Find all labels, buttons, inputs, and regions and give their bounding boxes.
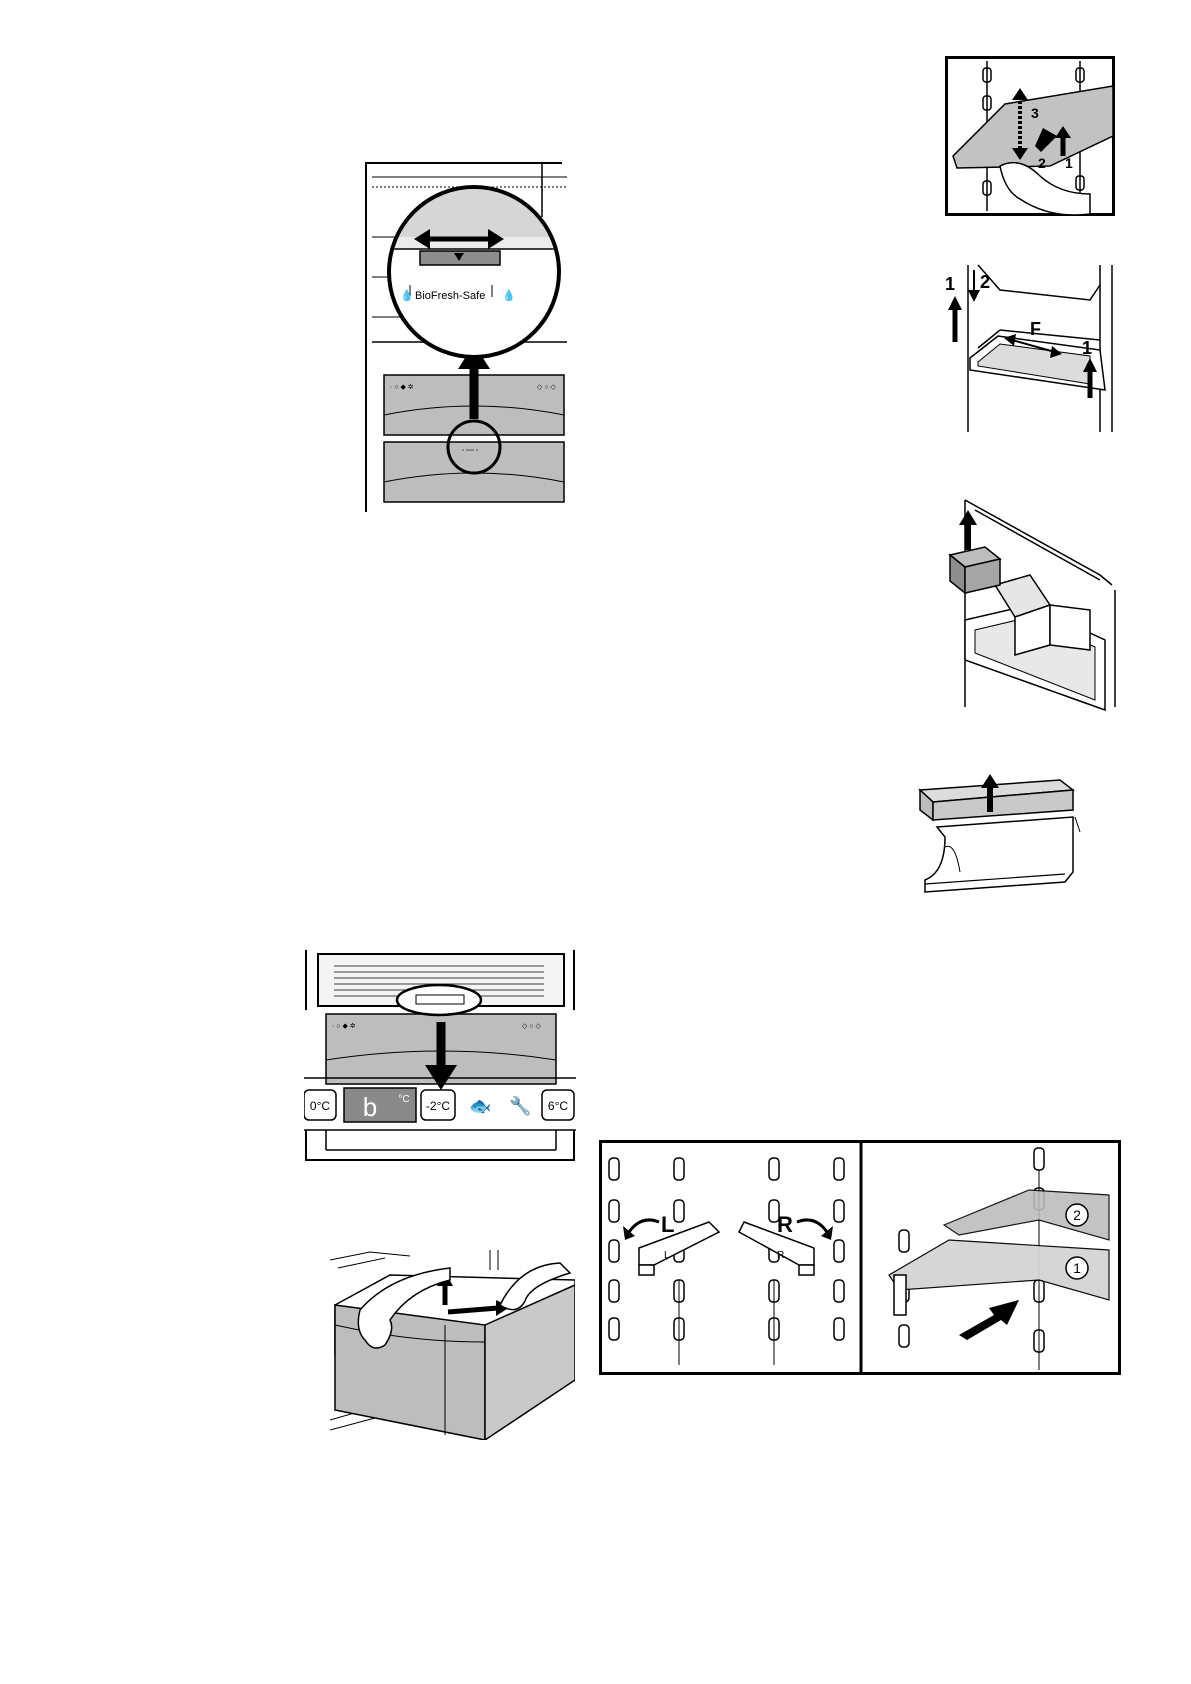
support-r-label: R [777, 1212, 793, 1237]
svg-text:💧: 💧 [502, 289, 516, 302]
fig-biofresh-slider: · ○ ◆ ✲ ◇ ○ ◇ ▫ ▫▫▫▫ ▫ 💧 💧 [362, 157, 572, 512]
minus-two-degree-button[interactable] [420, 1089, 456, 1121]
fig-door-box [940, 495, 1118, 715]
fig-drawer-removal [330, 1250, 575, 1440]
step-1-circle-label: 1 [1073, 1260, 1081, 1276]
step-3-label: 3 [1031, 105, 1039, 121]
support-l-label: L [661, 1212, 674, 1237]
svg-text:💧: 💧 [400, 289, 414, 302]
support-r-small: R [777, 1250, 784, 1261]
minus-two-degree-label: -2°C [426, 1099, 450, 1113]
fig-door-lid [915, 772, 1085, 907]
step-2-label: 2 [1038, 155, 1046, 171]
display-unit: °C [398, 1094, 409, 1105]
fish-icon: 🐟 [469, 1096, 491, 1116]
fig-door-shelf: 1 2 F 1 [940, 260, 1118, 435]
step-1-right-label: 1 [1082, 338, 1092, 358]
step-2-label-door: 2 [980, 272, 990, 292]
support-l-small: L [664, 1250, 670, 1261]
wrench-icon: 🔧 [509, 1095, 531, 1116]
part-f-label: F [1030, 319, 1041, 339]
svg-text:◇ ○ ◇: ◇ ○ ◇ [537, 384, 557, 391]
fig-shelf-supports: L L R R 2 1 [599, 1140, 1121, 1375]
svg-text:· ○ ◆ ✲: · ○ ◆ ✲ [390, 383, 414, 391]
step-1-label: 1 [1065, 155, 1073, 171]
display-digit: b [363, 1092, 377, 1122]
step-2-circle-label: 2 [1073, 1207, 1081, 1223]
step-1-left-label: 1 [945, 274, 955, 294]
svg-text:· ○ ◆ ✲: · ○ ◆ ✲ [332, 1022, 356, 1030]
biofresh-safe-label: BioFresh-Safe [415, 290, 485, 302]
svg-text:▫ ▫▫▫▫ ▫: ▫ ▫▫▫▫ ▫ [462, 448, 478, 454]
six-degree-label: 6°C [548, 1099, 568, 1113]
zero-degree-label: 0°C [310, 1099, 330, 1113]
fig-display-panel: · ○ ◆ ✲ ◇ ○ ◇ 0°C b °C -2°C 🐟 🔧 6°C [304, 950, 576, 1176]
digit-display [343, 1087, 417, 1123]
svg-text:◇ ○ ◇: ◇ ○ ◇ [522, 1023, 542, 1030]
six-degree-button[interactable] [541, 1089, 575, 1121]
zero-degree-button[interactable] [304, 1089, 337, 1121]
fig-shelf-lift: 3 2 1 [945, 56, 1115, 216]
